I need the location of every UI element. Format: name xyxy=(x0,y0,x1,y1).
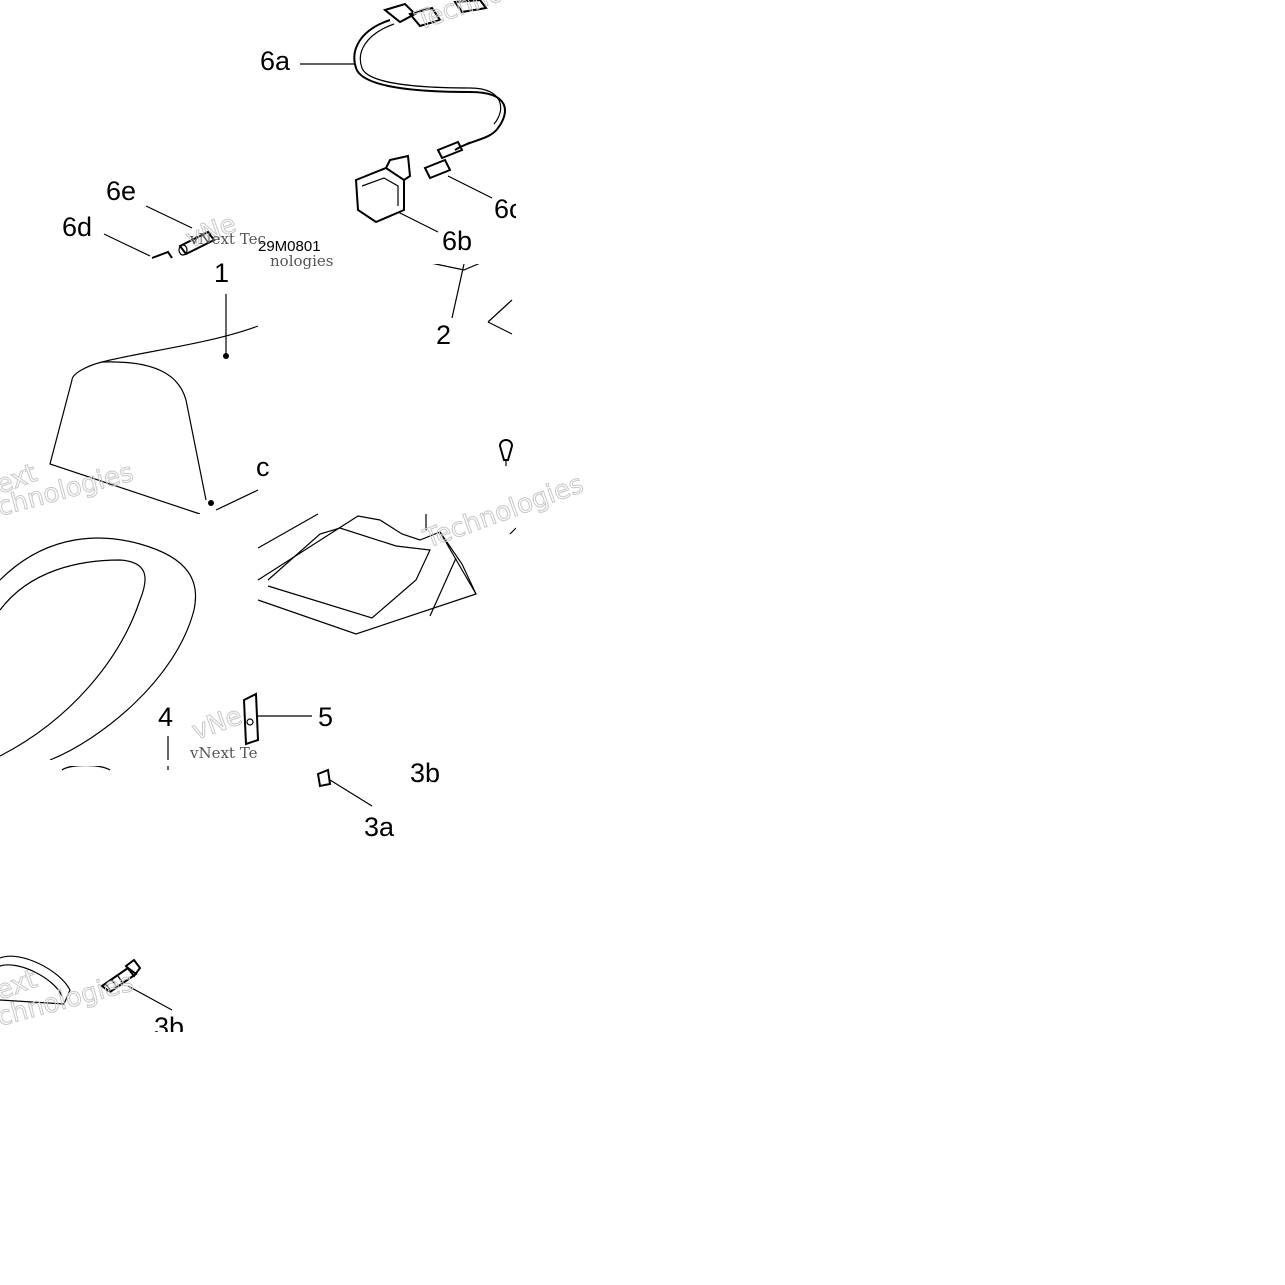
blank-area xyxy=(516,0,1285,1285)
blank-area xyxy=(258,840,516,1032)
watermark-nologies: nologies xyxy=(270,252,334,270)
watermark-vnext-te: vNext Te xyxy=(189,744,258,762)
tile-gap xyxy=(0,760,258,766)
tile-gap xyxy=(0,514,258,524)
callout-6b: 6b xyxy=(442,226,472,256)
callout-3a: 3a xyxy=(364,812,395,842)
rear-plate xyxy=(0,955,71,1005)
terminal-6c xyxy=(423,140,464,180)
seat-upper xyxy=(49,325,259,515)
seat-lower xyxy=(0,537,197,761)
callout-6a: 6a xyxy=(260,46,291,76)
callout-4: 4 xyxy=(158,702,173,732)
harness-top-connector xyxy=(382,0,488,28)
callout-3b-mid: 3b xyxy=(410,758,440,788)
harness-cable xyxy=(353,19,506,151)
callout-5: 5 xyxy=(318,702,333,732)
top-leaders xyxy=(103,63,493,354)
bracket-5 xyxy=(242,692,312,746)
watermark-vne-2: vNe xyxy=(188,701,246,747)
watermark-vnext-tec: vNext Tec xyxy=(189,230,266,248)
callout-2: 2 xyxy=(436,320,451,350)
part-code-label: 29M0801 xyxy=(258,238,321,255)
bolt-3b xyxy=(100,958,173,1011)
callout-c-partial: c xyxy=(256,452,270,482)
storage-tray xyxy=(257,513,517,635)
part-4-edge xyxy=(61,764,111,771)
pin-6e xyxy=(178,230,216,256)
wiring-harness-group xyxy=(353,0,506,224)
callout-6e: 6e xyxy=(106,176,136,206)
pin-6d xyxy=(151,250,173,259)
tile-gap xyxy=(258,256,516,264)
connector-housing-6b xyxy=(354,154,412,224)
callout-1: 1 xyxy=(214,258,229,288)
fastener-3a xyxy=(316,768,373,807)
blank-area xyxy=(0,1032,516,1285)
callout-6d: 6d xyxy=(62,212,92,242)
screw-icon xyxy=(498,439,514,466)
